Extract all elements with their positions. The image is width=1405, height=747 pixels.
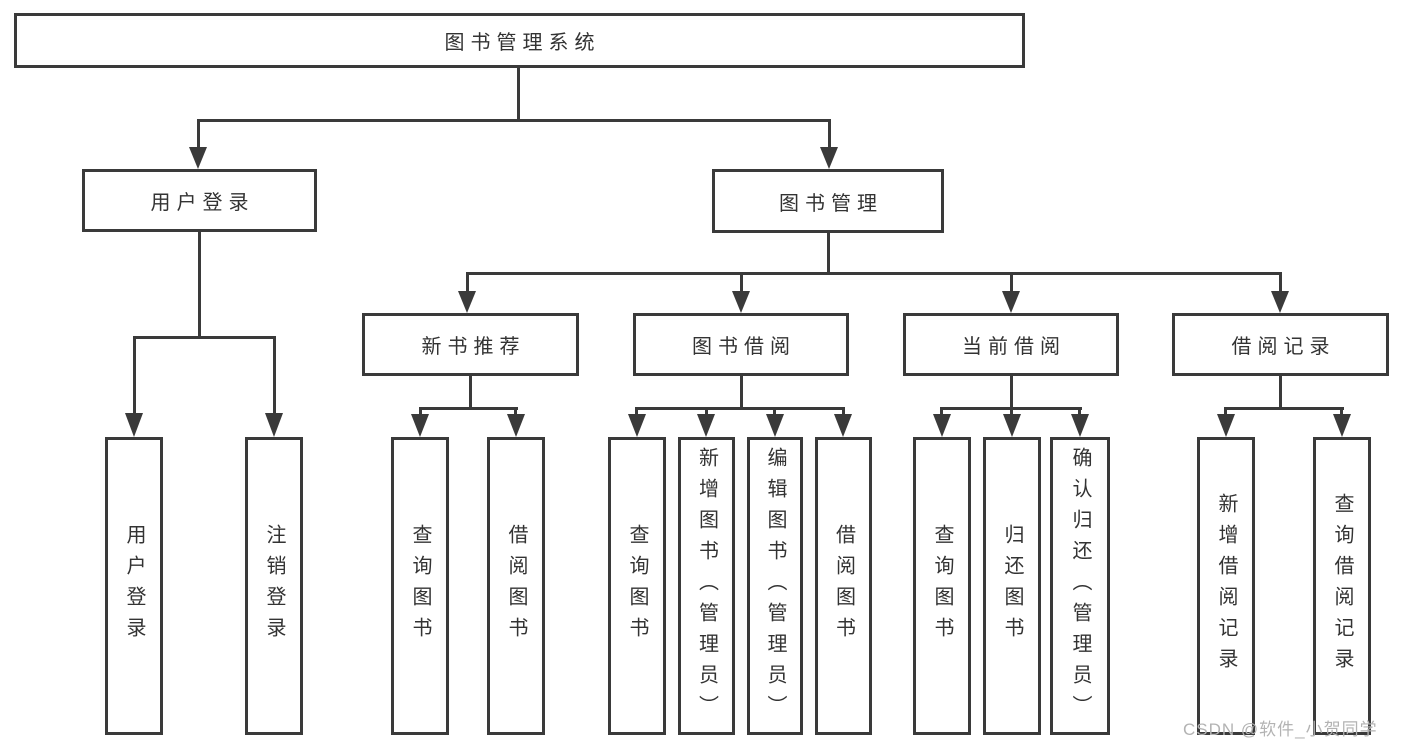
connector-line: [514, 407, 517, 416]
leaf-user-login: 用户登录: [105, 437, 163, 735]
node-label: 新书推荐: [421, 336, 526, 358]
leaf-query-books-current: 查询图书: [913, 437, 971, 735]
connector-line: [636, 407, 845, 410]
connector-line: [828, 119, 831, 149]
leaf-confirm-return-admin: 确认归还（管理员）: [1050, 437, 1110, 735]
arrowhead-down-icon: [834, 414, 852, 437]
connector-line: [1010, 272, 1013, 292]
connector-line: [466, 272, 469, 292]
connector-line: [133, 336, 136, 414]
connector-line: [940, 407, 943, 416]
connector-line: [419, 407, 422, 416]
arrowhead-down-icon: [1333, 414, 1351, 437]
arrowhead-down-icon: [1271, 291, 1289, 313]
leaf-return-books: 归还图书: [983, 437, 1041, 735]
connector-line: [1225, 407, 1344, 410]
leaf-query-books-recommend: 查询图书: [391, 437, 449, 735]
leaf-add-borrow-record: 新增借阅记录: [1197, 437, 1255, 735]
arrowhead-down-icon: [1217, 414, 1235, 437]
connector-line: [740, 376, 743, 409]
node-borrow-records: 借阅记录: [1172, 313, 1389, 376]
node-current-borrow: 当前借阅: [903, 313, 1119, 376]
connector-line: [1279, 272, 1282, 292]
node-label: 查询图书: [409, 524, 431, 648]
node-label: 图书管理系统: [444, 32, 601, 54]
node-label: 借阅图书: [832, 524, 855, 648]
leaf-logout: 注销登录: [245, 437, 303, 735]
arrowhead-down-icon: [411, 414, 429, 437]
connector-line: [419, 407, 518, 410]
arrowhead-down-icon: [1002, 291, 1020, 313]
node-label: 当前借阅: [962, 336, 1066, 358]
connector-line: [133, 336, 276, 339]
node-label: 图书管理: [779, 192, 883, 215]
arrowhead-down-icon: [265, 413, 283, 437]
arrowhead-down-icon: [507, 414, 525, 437]
node-label: 用户登录: [123, 524, 145, 648]
arrowhead-down-icon: [125, 413, 143, 437]
arrowhead-down-icon: [1071, 414, 1089, 437]
connector-line: [273, 336, 276, 414]
node-label: 新增图书（管理员）: [695, 446, 718, 726]
connector-line: [517, 68, 520, 120]
csdn-watermark: CSDN @软件_小贺同学: [1183, 720, 1378, 739]
connector-line: [1224, 407, 1227, 416]
arrowhead-down-icon: [697, 414, 715, 437]
node-user-login: 用户登录: [82, 169, 317, 232]
connector-line: [469, 376, 472, 409]
node-label: 查询图书: [931, 524, 953, 648]
node-root-library-system: 图书管理系统: [14, 13, 1025, 68]
connector-line: [1340, 407, 1343, 416]
node-label: 用户登录: [150, 192, 255, 214]
connector-line: [198, 232, 201, 338]
arrowhead-down-icon: [732, 291, 750, 313]
node-label: 图书借阅: [692, 336, 796, 358]
connector-line: [827, 232, 830, 274]
node-label: 查询图书: [626, 524, 648, 648]
arrowhead-down-icon: [933, 414, 951, 437]
leaf-add-books-admin: 新增图书（管理员）: [678, 437, 735, 735]
node-label: 借阅记录: [1231, 336, 1336, 358]
leaf-query-borrow-record: 查询借阅记录: [1313, 437, 1371, 735]
node-label: 借阅图书: [505, 524, 527, 648]
connector-line: [466, 272, 1282, 275]
connector-line: [740, 272, 743, 292]
node-label: 查询借阅记录: [1331, 493, 1353, 679]
node-label: 新增借阅记录: [1215, 493, 1237, 679]
node-label: 确认归还（管理员）: [1069, 446, 1091, 726]
arrowhead-down-icon: [766, 414, 784, 437]
connector-line: [1010, 376, 1013, 409]
leaf-borrow-books-recommend: 借阅图书: [487, 437, 545, 735]
arrowhead-down-icon: [189, 147, 207, 169]
connector-line: [1279, 376, 1282, 409]
leaf-borrow-books: 借阅图书: [815, 437, 872, 735]
connector-line: [842, 407, 845, 416]
leaf-query-books-borrow: 查询图书: [608, 437, 666, 735]
arrowhead-down-icon: [458, 291, 476, 313]
connector-line: [197, 119, 200, 149]
node-label: 归还图书: [1001, 524, 1023, 648]
node-label: 注销登录: [263, 524, 285, 648]
connector-line: [705, 407, 708, 416]
node-book-management: 图书管理: [712, 169, 944, 233]
connector-line: [635, 407, 638, 416]
connector-line: [1078, 407, 1081, 416]
connector-line: [197, 119, 831, 122]
connector-line: [773, 407, 776, 416]
node-new-book-recommend: 新书推荐: [362, 313, 579, 376]
node-label: 编辑图书（管理员）: [764, 446, 786, 726]
arrowhead-down-icon: [820, 147, 838, 169]
leaf-edit-books-admin: 编辑图书（管理员）: [747, 437, 803, 735]
connector-line: [1010, 407, 1013, 416]
node-book-borrow: 图书借阅: [633, 313, 849, 376]
arrowhead-down-icon: [1003, 414, 1021, 437]
arrowhead-down-icon: [628, 414, 646, 437]
